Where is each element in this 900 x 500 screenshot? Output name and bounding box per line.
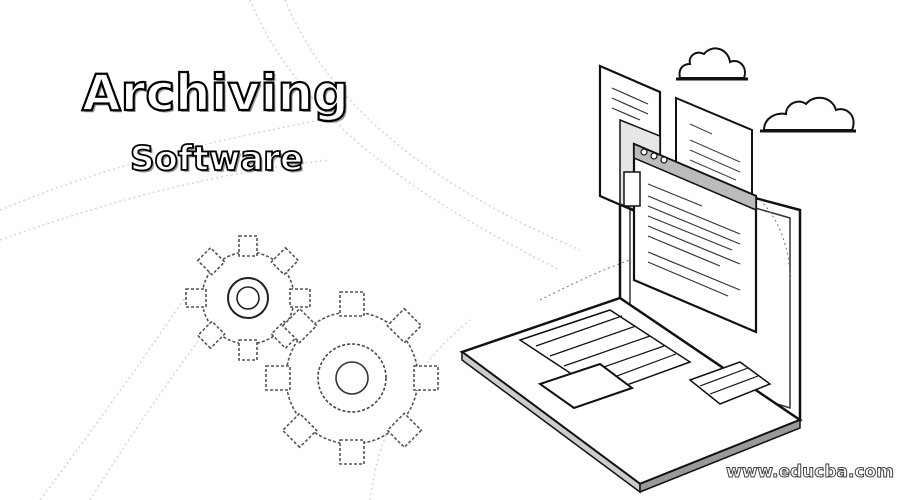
cloud-icon xyxy=(760,96,856,133)
dotted-connector xyxy=(539,199,791,301)
banner-subtitle: Software xyxy=(129,139,304,179)
cloud-icon xyxy=(676,47,748,81)
banner-title: Archiving xyxy=(81,64,350,122)
document-icon xyxy=(623,142,758,334)
gear-icon xyxy=(185,235,311,361)
trackpad xyxy=(537,362,635,410)
gear-icon xyxy=(265,291,439,465)
watermark: www.educba.com xyxy=(726,462,895,482)
